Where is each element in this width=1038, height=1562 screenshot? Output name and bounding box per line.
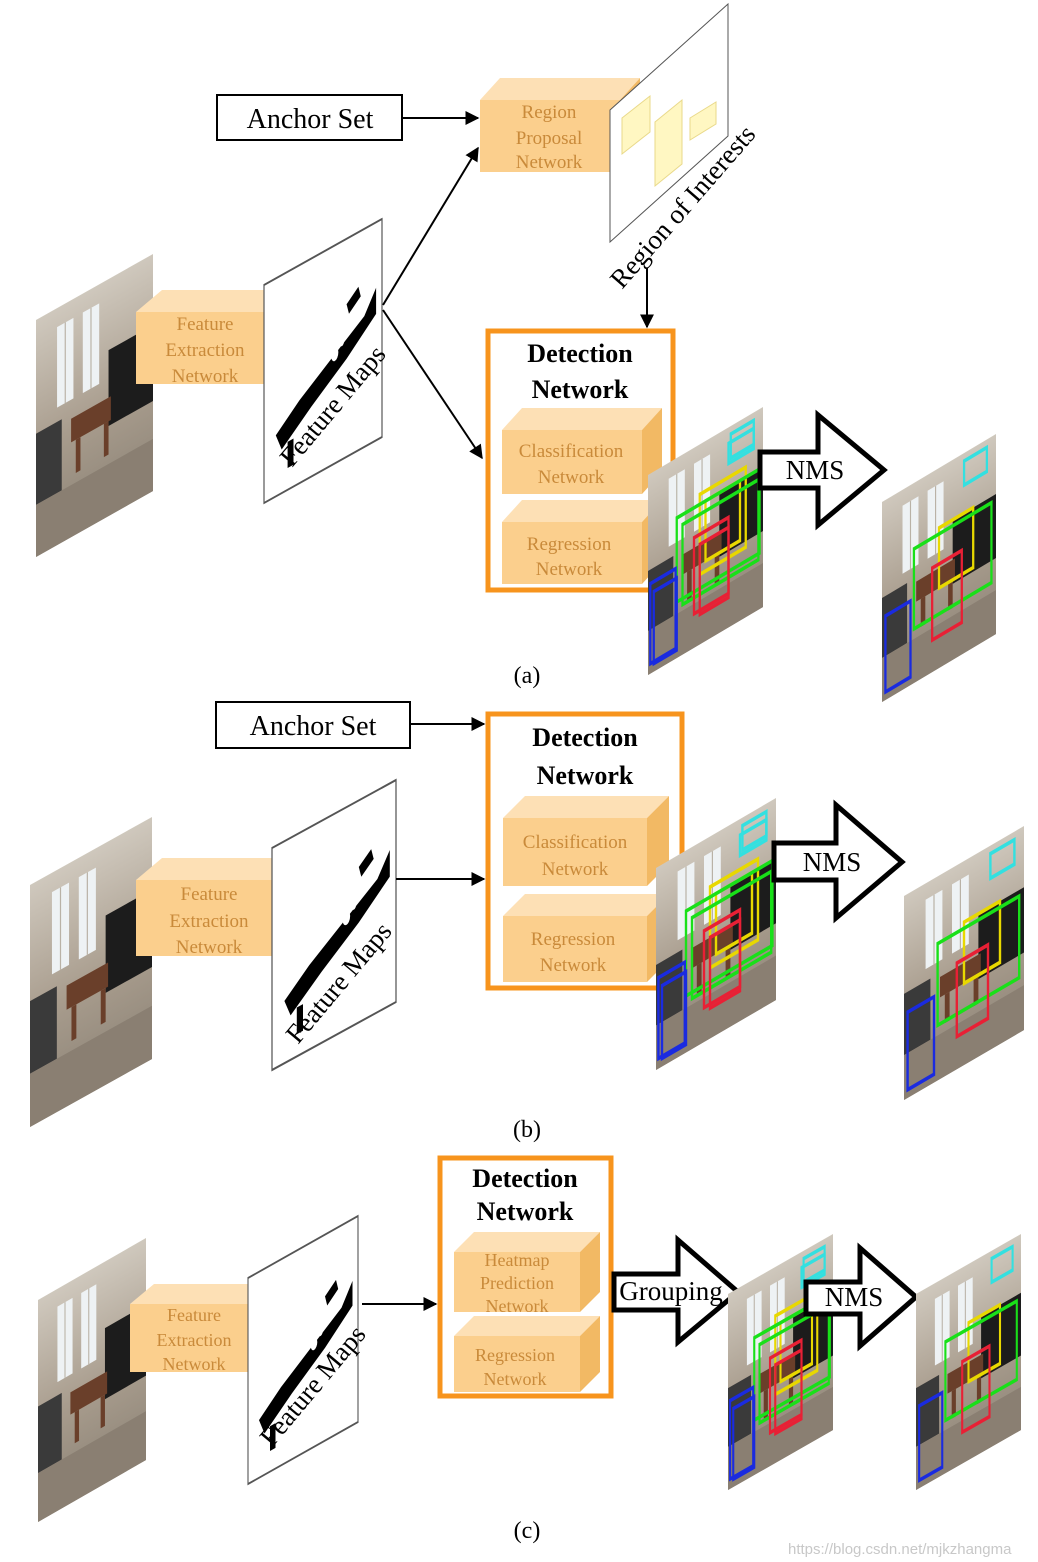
classification-box-b: Classification Network [503, 796, 669, 886]
nms-label-c: NMS [825, 1282, 884, 1312]
feature-extraction-label-2: Extraction [165, 340, 245, 361]
heatmap-box: Heatmap Prediction Network [454, 1232, 600, 1316]
feature-extraction-label-3: Network [172, 366, 239, 387]
fm-to-detection-arrow-a [382, 309, 483, 460]
anchor-set-box-b [215, 701, 411, 749]
heatmap-label-3: Network [486, 1296, 549, 1316]
roi-plane [609, 2, 729, 244]
watermark: https://blog.csdn.net/mjkzhangma [788, 1541, 1012, 1558]
feature-extraction-label-c-2: Extraction [157, 1330, 232, 1350]
feature-extraction-box-c: Feature Extraction Network [130, 1284, 282, 1374]
regression-label-b-1: Regression [531, 929, 616, 950]
classification-box-a: Classification Network [502, 408, 662, 494]
final-image-a [880, 432, 998, 704]
rpn-label-3: Network [516, 152, 583, 173]
detection-label-b-2: Network [537, 761, 634, 790]
rpn-label-1: Region [522, 102, 577, 123]
grouping-arrow: Grouping [611, 1234, 742, 1348]
nms-arrow-a: NMS [757, 409, 888, 531]
fm-to-rpn-arrow [382, 146, 479, 306]
regression-box-c: Regression Network [454, 1316, 600, 1392]
grouping-label: Grouping [619, 1276, 723, 1306]
anchor-set-label-b: Anchor Set [250, 711, 377, 742]
feature-extraction-label-b-1: Feature [181, 884, 238, 905]
feature-extraction-label-1: Feature [177, 314, 234, 335]
nms-arrow-c: NMS [803, 1242, 920, 1352]
caption-b: (b) [513, 1117, 541, 1143]
regression-label-a-2: Network [536, 559, 603, 580]
rpn-label-2: Proposal [516, 128, 583, 149]
anchor-set-label-a: Anchor Set [247, 104, 374, 135]
detection-label-a-1: Detection [527, 339, 633, 368]
input-image-b [28, 815, 154, 1129]
feature-extraction-label-b-3: Network [176, 937, 243, 958]
caption-c: (c) [514, 1518, 541, 1544]
nms-label-b: NMS [803, 847, 862, 877]
classification-label-b-2: Network [542, 859, 609, 880]
input-image-a [34, 252, 155, 559]
regression-label-a-1: Regression [527, 534, 612, 555]
heatmap-label-2: Prediction [480, 1273, 554, 1293]
final-image-c [914, 1232, 1023, 1492]
detection-label-c-2: Network [477, 1197, 574, 1226]
final-image-b [902, 824, 1026, 1102]
regression-label-b-2: Network [540, 955, 607, 976]
heatmap-label-1: Heatmap [485, 1250, 550, 1270]
regression-box-b: Regression Network [503, 894, 669, 982]
feature-extraction-label-b-2: Extraction [169, 911, 249, 932]
caption-a: (a) [514, 663, 541, 689]
panel-a: Feature Extraction Network Feature Maps … [34, 2, 998, 704]
anchor-set-box-a [216, 94, 403, 141]
classification-label-b-1: Classification [523, 832, 628, 853]
regression-box-a: Regression Network [502, 500, 662, 584]
feature-extraction-label-c-1: Feature [167, 1305, 221, 1325]
detections-image-c [726, 1232, 835, 1492]
panel-b: Feature Extraction Network Feature Maps … [28, 701, 1026, 1143]
classification-label-a-1: Classification [519, 441, 624, 462]
nms-arrow-b: NMS [771, 799, 906, 924]
input-image-c [36, 1236, 148, 1524]
panel-c: Feature Extraction Network Feature Maps … [36, 1155, 1023, 1544]
detection-label-a-2: Network [532, 375, 629, 404]
detection-label-b-1: Detection [532, 723, 638, 752]
regression-label-c-2: Network [484, 1369, 547, 1389]
regression-label-c-1: Regression [475, 1345, 555, 1365]
nms-label-a: NMS [786, 455, 845, 485]
classification-label-a-2: Network [538, 467, 605, 488]
feature-extraction-label-c-3: Network [163, 1354, 226, 1374]
detection-label-c-1: Detection [472, 1164, 578, 1193]
